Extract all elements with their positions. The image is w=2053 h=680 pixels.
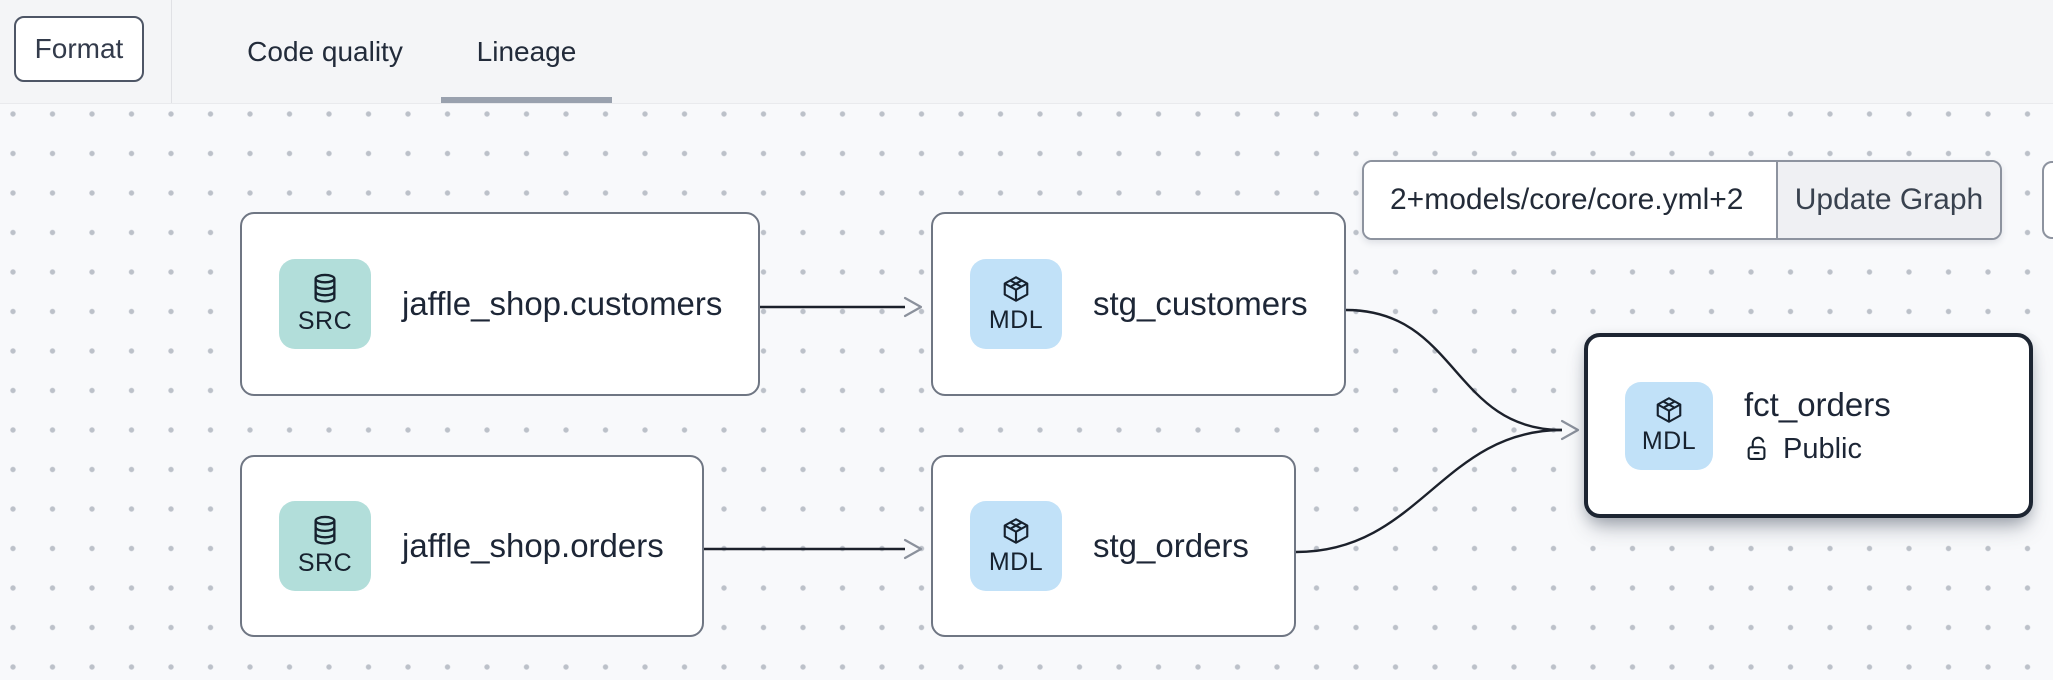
node-label: fct_orders (1744, 385, 1891, 423)
access-badge: Public (1744, 433, 1891, 466)
topbar-divider (171, 0, 172, 103)
lineage-node-stg-customers[interactable]: MDL stg_customers (931, 212, 1346, 396)
access-label: Public (1783, 432, 1862, 465)
lineage-node-stg-orders[interactable]: MDL stg_orders (931, 455, 1296, 637)
node-type-label: SRC (297, 548, 353, 577)
graph-selector-input[interactable] (1364, 162, 1776, 238)
model-type-badge: MDL (970, 259, 1062, 349)
database-icon (314, 515, 336, 545)
model-type-badge: MDL (1625, 381, 1713, 470)
tab-code-quality[interactable]: Code quality (247, 35, 403, 67)
lineage-node-fct-orders[interactable]: MDL fct_orders Public (1584, 333, 2033, 518)
arrowhead-icon (1560, 419, 1580, 441)
tab-lineage[interactable]: Lineage (441, 0, 612, 103)
node-type-label: MDL (988, 305, 1044, 334)
node-type-label: SRC (297, 306, 353, 335)
clipped-edge-button[interactable] (2042, 161, 2053, 239)
lineage-node-jaffle-shop-orders[interactable]: SRC jaffle_shop.orders (240, 455, 704, 637)
node-label: stg_orders (1093, 527, 1249, 564)
topbar: Format Code quality Lineage (0, 0, 2053, 104)
node-label: jaffle_shop.orders (402, 527, 664, 564)
source-type-badge: SRC (279, 259, 371, 349)
arrowhead-icon (903, 538, 923, 560)
node-label: stg_customers (1093, 285, 1308, 322)
source-type-badge: SRC (279, 501, 371, 591)
update-graph-button[interactable]: Update Graph (1776, 162, 2000, 238)
node-type-label: MDL (988, 547, 1044, 576)
lineage-canvas[interactable]: SRC jaffle_shop.customers MDL stg_custom… (0, 104, 2053, 680)
lineage-node-jaffle-shop-customers[interactable]: SRC jaffle_shop.customers (240, 212, 760, 396)
model-type-badge: MDL (970, 501, 1062, 591)
database-icon (314, 273, 336, 303)
arrowhead-icon (903, 296, 923, 318)
node-text: fct_orders Public (1744, 386, 1891, 466)
model-cube-icon (1656, 397, 1682, 423)
model-cube-icon (1003, 517, 1029, 544)
node-type-label: MDL (1641, 427, 1697, 455)
model-cube-icon (1003, 275, 1029, 302)
unlock-icon (1747, 436, 1766, 460)
node-label: jaffle_shop.customers (402, 285, 723, 322)
edge-stg-customers-to-fct-orders (1345, 308, 1563, 432)
format-button[interactable]: Format (14, 16, 144, 82)
edge-stg-orders-to-fct-orders (1295, 428, 1563, 554)
graph-selector-group: Update Graph (1362, 160, 2002, 240)
